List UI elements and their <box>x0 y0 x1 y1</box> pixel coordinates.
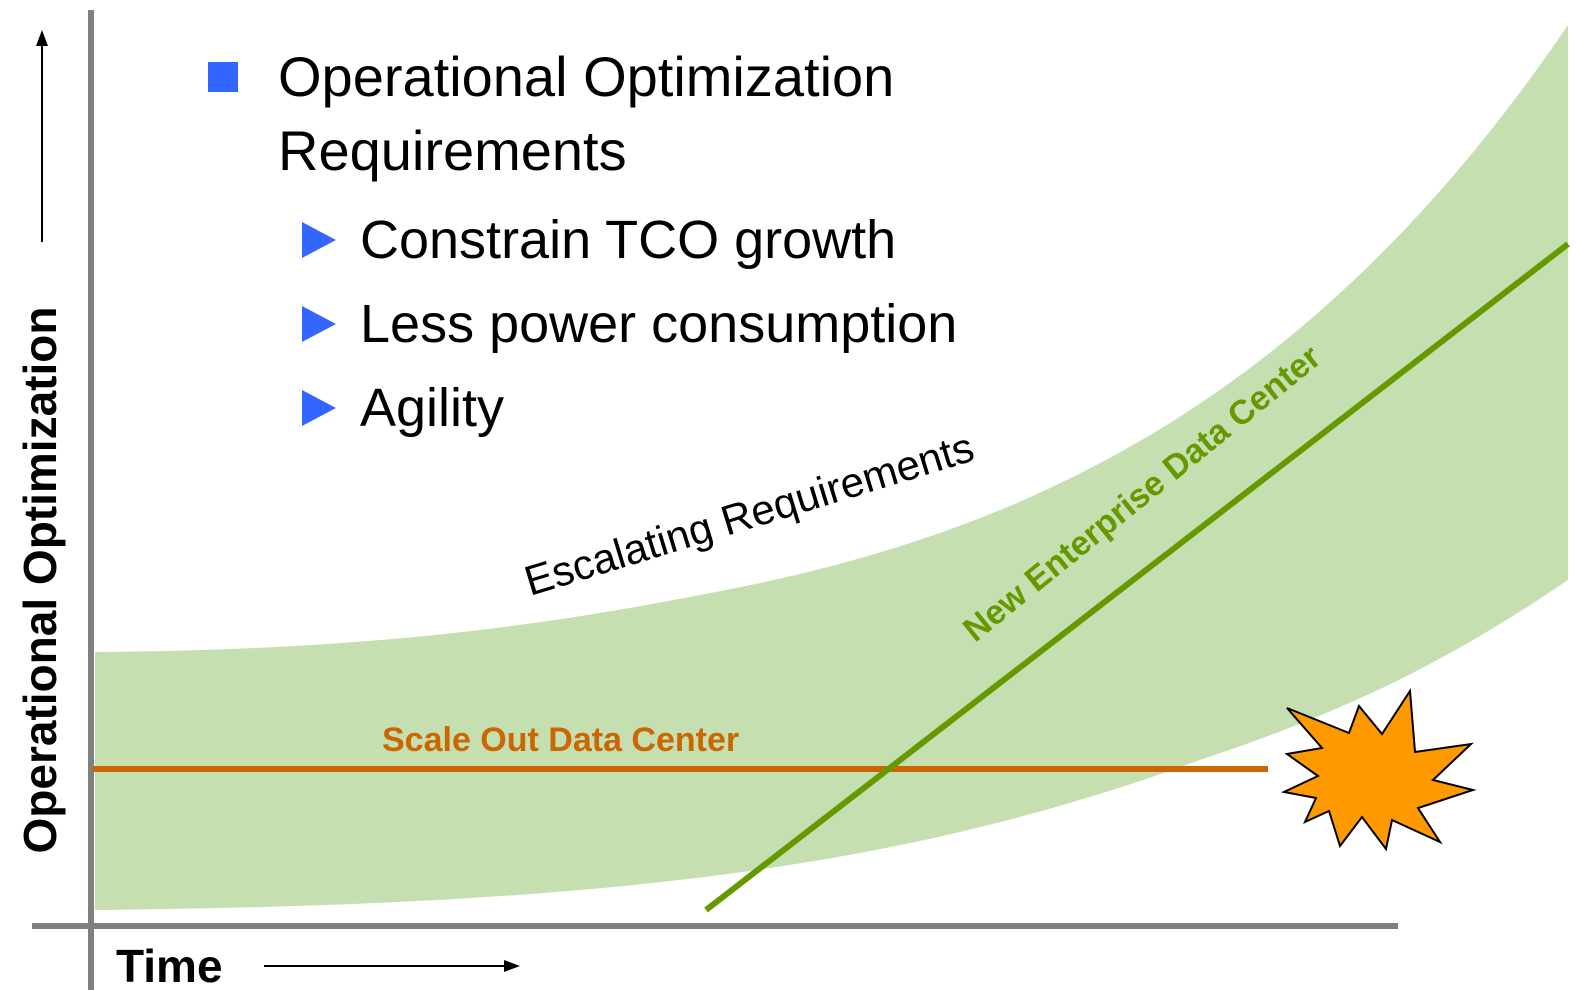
sub-bullet-item: Less power consumption <box>302 282 1108 366</box>
main-bullet-line-1: Operational Optimization <box>278 45 895 108</box>
sub-bullet-label: Agility <box>360 378 505 438</box>
arrow-right-icon <box>264 960 520 972</box>
x-axis-label: Time <box>116 940 223 990</box>
blue-triangle-icon <box>302 390 336 426</box>
blue-square-icon <box>208 62 238 92</box>
sub-bullet-item: Constrain TCO growth <box>302 198 1108 282</box>
requirements-bullet-list: Operational Optimization Requirements Co… <box>208 40 1108 450</box>
enterprise-line <box>704 241 1570 913</box>
scale-out-label: Scale Out Data Center <box>382 721 739 759</box>
escalating-requirements-band <box>95 25 1568 910</box>
sub-bullet-label: Less power consumption <box>360 294 958 354</box>
y-axis-label: Operational Optimization <box>14 307 66 854</box>
main-bullet-line-2: Requirements <box>278 119 627 182</box>
main-bullet: Operational Optimization Requirements <box>208 40 1108 188</box>
blue-triangle-icon <box>302 306 336 342</box>
main-bullet-text: Operational Optimization Requirements <box>278 40 894 188</box>
sub-bullet-item: Agility <box>302 366 1108 450</box>
sub-bullet-list: Constrain TCO growth Less power consumpt… <box>302 198 1108 450</box>
explosion-starburst-icon <box>1280 688 1477 852</box>
arrow-up-icon <box>36 30 48 242</box>
sub-bullet-label: Constrain TCO growth <box>360 210 897 270</box>
blue-triangle-icon <box>302 222 336 258</box>
